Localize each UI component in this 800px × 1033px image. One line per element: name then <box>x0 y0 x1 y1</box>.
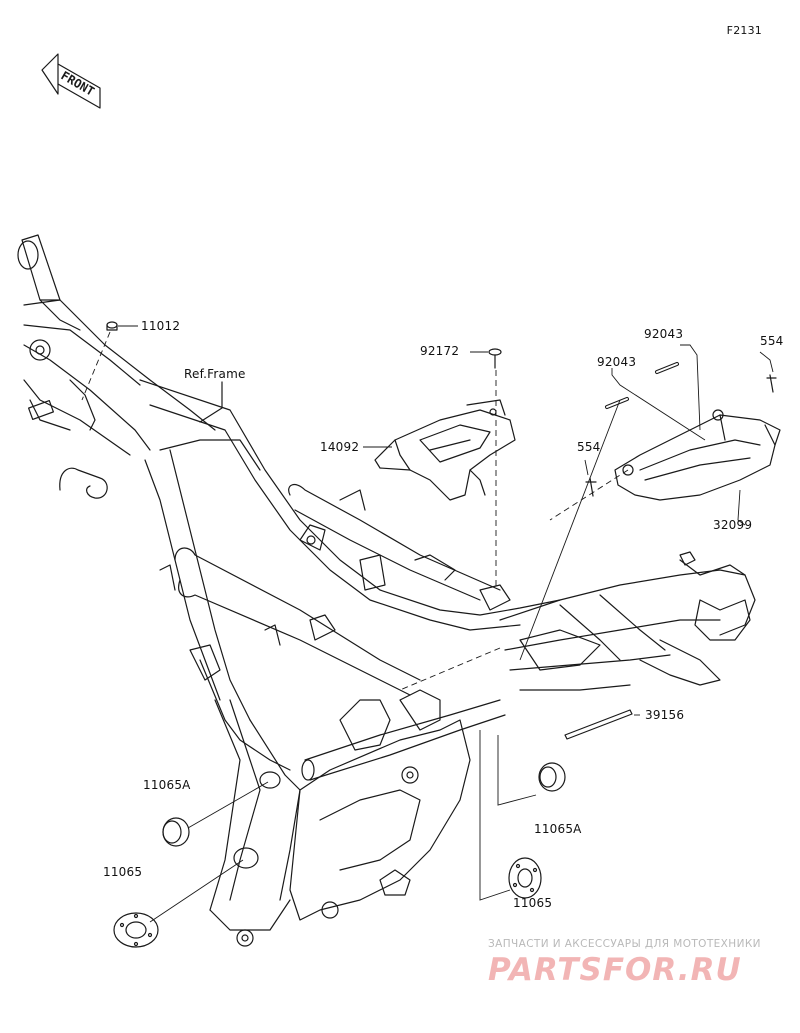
callout-554-left[interactable]: 554 <box>577 440 601 454</box>
grommet-11065-left <box>113 912 159 948</box>
cover-32099 <box>614 409 781 501</box>
clip-554-a <box>766 374 777 393</box>
ref-frame-label: Ref.Frame <box>184 367 246 381</box>
diagram-code: F2131 <box>726 24 762 37</box>
pin-92043-b <box>605 397 629 409</box>
frame-outline <box>17 234 756 947</box>
callout-92172[interactable]: 92172 <box>420 344 460 358</box>
bolt-92172 <box>488 348 502 369</box>
front-arrow-icon: FRONT <box>41 53 101 109</box>
callout-11065-right[interactable]: 11065 <box>513 896 553 910</box>
callout-32099[interactable]: 32099 <box>713 518 753 532</box>
plug-11012 <box>106 321 118 331</box>
cap-11065A-left <box>162 817 190 847</box>
callout-11065A-right[interactable]: 11065A <box>534 822 582 836</box>
grommet-11065-right <box>508 857 542 899</box>
strip-39156 <box>564 709 633 740</box>
cap-11065A-right <box>538 762 566 792</box>
callout-39156[interactable]: 39156 <box>645 708 685 722</box>
bracket-14092 <box>374 399 516 501</box>
callout-14092[interactable]: 14092 <box>320 440 360 454</box>
callout-92043-lower[interactable]: 92043 <box>597 355 637 369</box>
callout-11065-left[interactable]: 11065 <box>103 865 143 879</box>
callout-92043-upper[interactable]: 92043 <box>644 327 684 341</box>
callout-11065A-left[interactable]: 11065A <box>143 778 191 792</box>
watermark-logo: PARTSFOR.RU <box>488 952 742 988</box>
pin-92043-a <box>655 362 679 374</box>
callout-11012[interactable]: 11012 <box>141 319 181 333</box>
callout-554-right[interactable]: 554 <box>760 334 784 348</box>
leader-lines <box>81 325 774 923</box>
watermark-caption: ЗАПЧАСТИ И АКСЕССУАРЫ ДЛЯ МОТОТЕХНИКИ <box>488 938 761 950</box>
